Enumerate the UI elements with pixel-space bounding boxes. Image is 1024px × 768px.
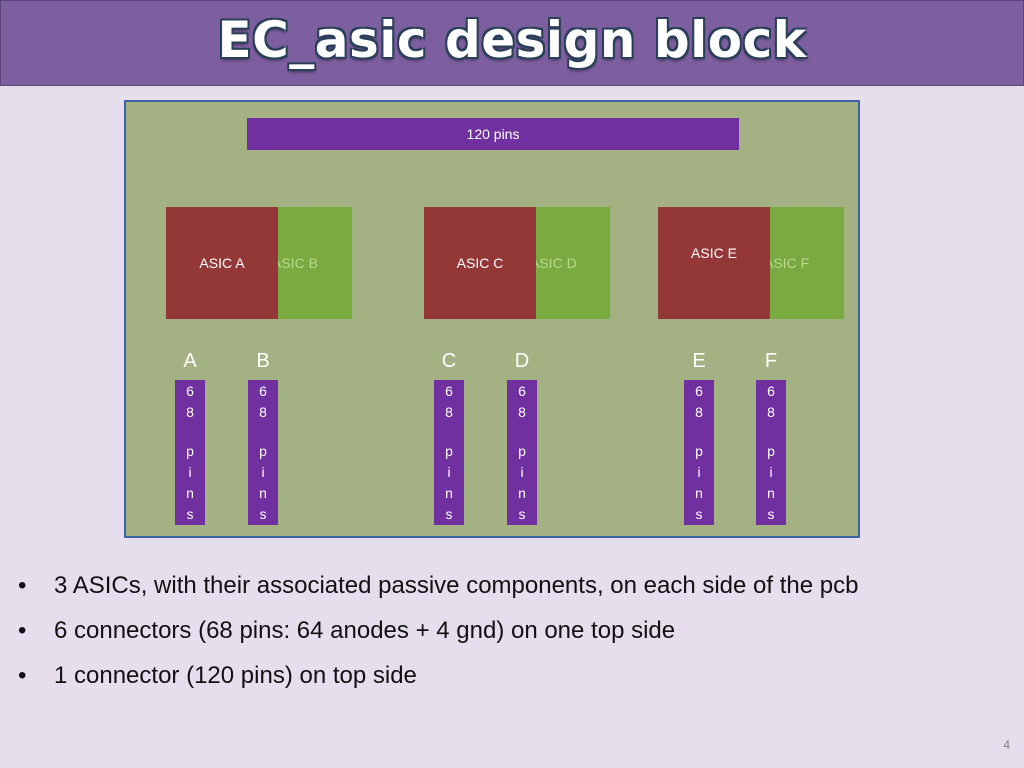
bullet-item: • 6 connectors (68 pins: 64 anodes + 4 g… bbox=[14, 611, 858, 656]
asic-f-block: ASIC F bbox=[770, 207, 844, 319]
connector-char: 8 bbox=[186, 404, 194, 420]
connector-char: n bbox=[767, 485, 775, 501]
connector-letter-e: E bbox=[692, 350, 706, 372]
bullet-marker: • bbox=[18, 617, 27, 644]
connector-char: s bbox=[695, 506, 703, 522]
bullet-marker: • bbox=[18, 572, 27, 599]
bullet-item: • 1 connector (120 pins) on top side bbox=[14, 656, 858, 701]
connector-char: n bbox=[518, 485, 526, 501]
page-number: 4 bbox=[1003, 738, 1010, 752]
connector-char: s bbox=[259, 506, 267, 522]
connector-char: 6 bbox=[518, 383, 526, 399]
connector-char: p bbox=[695, 443, 703, 459]
connector-char: p bbox=[445, 443, 453, 459]
asic-f-label: ASIC F bbox=[770, 255, 810, 271]
connector-char: 8 bbox=[259, 404, 267, 420]
connector-char: s bbox=[767, 506, 775, 522]
connector-char: s bbox=[186, 506, 194, 522]
connector-char: 6 bbox=[259, 383, 267, 399]
connector-char: 6 bbox=[445, 383, 453, 399]
connector-char: 8 bbox=[518, 404, 526, 420]
bullet-text: 3 ASICs, with their associated passive c… bbox=[54, 572, 859, 599]
connector-char: n bbox=[695, 485, 703, 501]
connector-char: n bbox=[445, 485, 453, 501]
connector-char: p bbox=[518, 443, 526, 459]
asic-e-block: ASIC E bbox=[658, 207, 770, 319]
asic-d-block: ASIC D bbox=[536, 207, 610, 319]
connector-char: s bbox=[518, 506, 526, 522]
asic-b-block: ASIC B bbox=[278, 207, 352, 319]
connector-letter-c: C bbox=[441, 350, 457, 372]
asic-e-label: ASIC E bbox=[691, 245, 737, 261]
connector-char: i bbox=[188, 464, 192, 480]
connector-char: i bbox=[769, 464, 773, 480]
connector-char: p bbox=[259, 443, 267, 459]
connector-char: i bbox=[520, 464, 524, 480]
bullet-text: 1 connector (120 pins) on top side bbox=[54, 662, 417, 689]
connector-char: i bbox=[697, 464, 701, 480]
bullet-marker: • bbox=[18, 662, 27, 689]
asic-a-block: ASIC A bbox=[166, 207, 278, 319]
connector-char: p bbox=[186, 443, 194, 459]
asic-b-label: ASIC B bbox=[278, 255, 318, 271]
connector-char: 8 bbox=[767, 404, 775, 420]
asic-a-label: ASIC A bbox=[199, 255, 245, 271]
asic-d-label: ASIC D bbox=[536, 255, 577, 271]
connector-char: i bbox=[261, 464, 265, 480]
connector-char: p bbox=[767, 443, 775, 459]
connector-char: s bbox=[445, 506, 453, 522]
connector-120-pins: 120 pins bbox=[247, 118, 739, 150]
pcb-board: 120 pins ASIC B ASIC A ASIC D ASIC C ASI… bbox=[124, 100, 860, 538]
bullet-list: • 3 ASICs, with their associated passive… bbox=[14, 566, 858, 701]
connector-letter-d: D bbox=[514, 350, 530, 372]
asic-c-block: ASIC C bbox=[424, 207, 536, 319]
bullet-item: • 3 ASICs, with their associated passive… bbox=[14, 566, 858, 611]
connector-char: 6 bbox=[695, 383, 703, 399]
connector-char: 8 bbox=[695, 404, 703, 420]
title-bar: EC_asic design block bbox=[0, 0, 1024, 86]
slide-title: EC_asic design block bbox=[217, 11, 807, 69]
connector-char: 6 bbox=[767, 383, 775, 399]
connector-char: i bbox=[447, 464, 451, 480]
connector-char: 8 bbox=[445, 404, 453, 420]
connector-letter-a: A bbox=[183, 350, 197, 372]
asic-c-label: ASIC C bbox=[456, 255, 504, 271]
connector-char: 6 bbox=[186, 383, 194, 399]
connector-letter-b: B bbox=[256, 350, 270, 372]
connector-letter-f: F bbox=[764, 350, 778, 372]
connector-char: n bbox=[186, 485, 194, 501]
bullet-text: 6 connectors (68 pins: 64 anodes + 4 gnd… bbox=[54, 617, 676, 644]
connector-char: n bbox=[259, 485, 267, 501]
